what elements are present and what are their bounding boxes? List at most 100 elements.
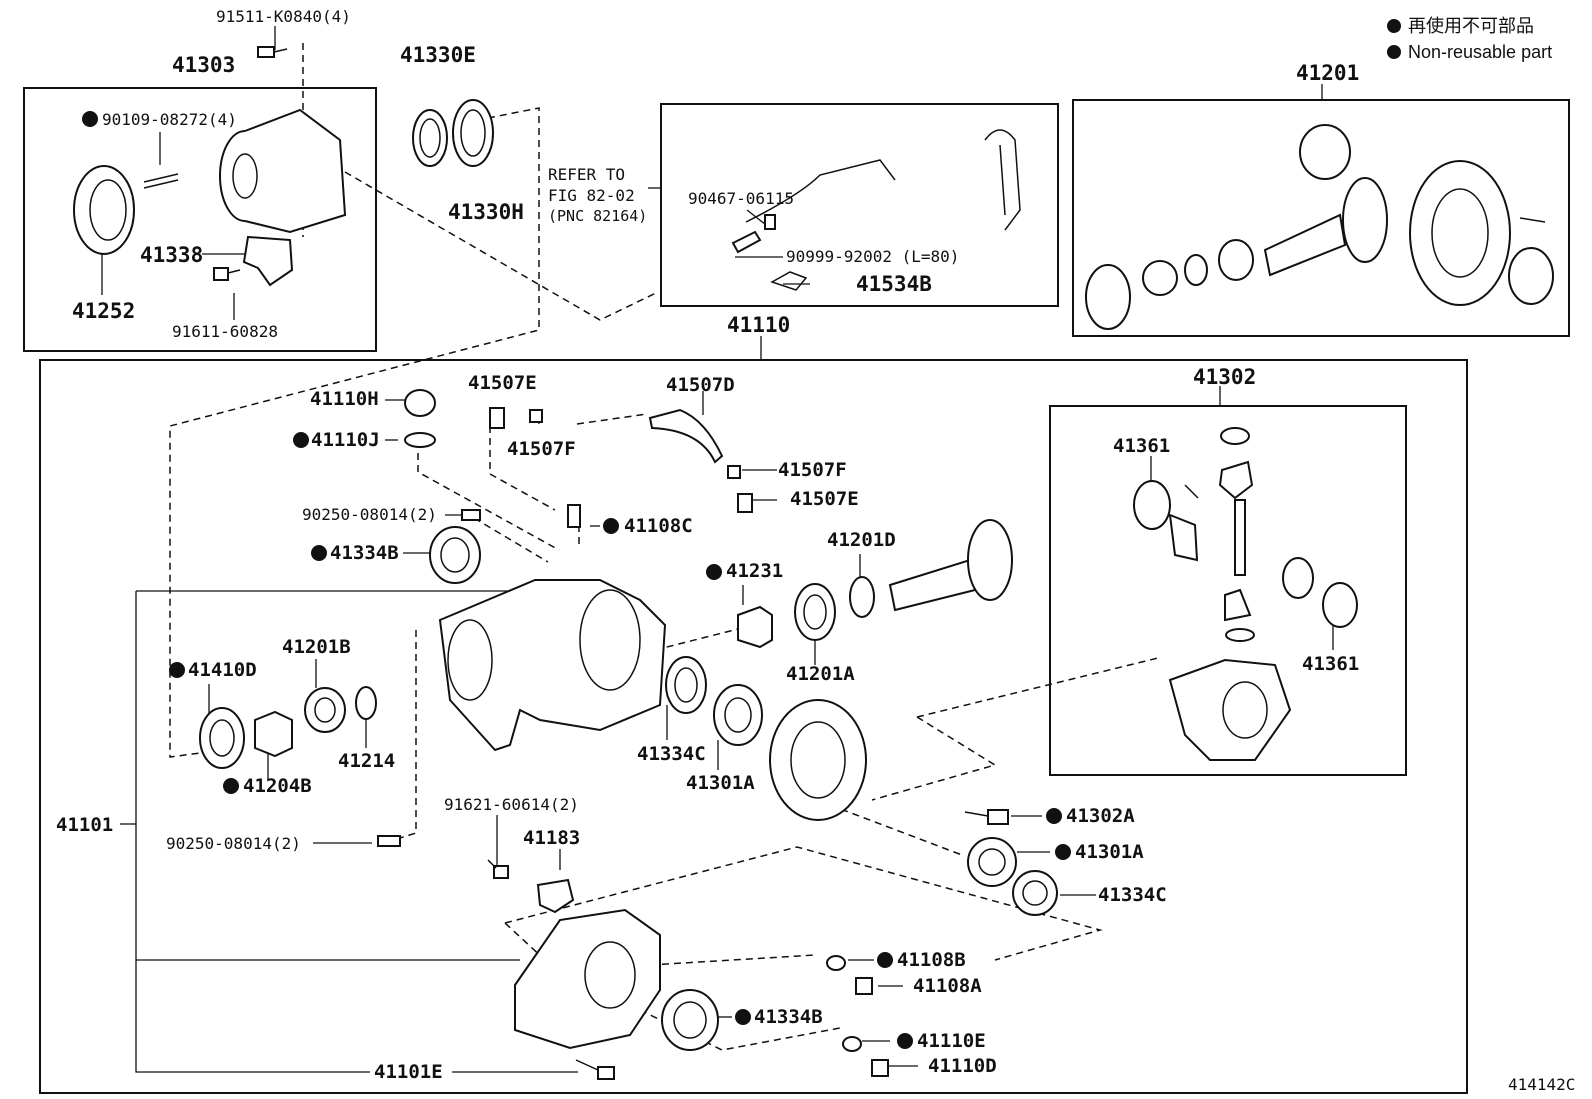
non-reusable-dot-icon	[169, 662, 185, 678]
label-90250-top: 90250-08014(2)	[302, 505, 437, 524]
non-reusable-dot-icon	[1387, 45, 1401, 59]
label-41108B: 41108B	[897, 949, 966, 971]
label-41303: 41303	[172, 53, 235, 77]
label-41201: 41201	[1296, 61, 1359, 85]
non-reusable-dot-icon	[1055, 844, 1071, 860]
bearing-icon	[794, 583, 836, 641]
vent-plug-icon	[737, 493, 753, 513]
bearing-icon	[713, 684, 763, 746]
non-reusable-dot-icon	[735, 1009, 751, 1025]
hose-icon	[731, 230, 762, 254]
non-reusable-dot-icon	[897, 1033, 913, 1049]
label-41330E: 41330E	[400, 43, 476, 67]
rear-cover-icon	[514, 908, 661, 1050]
label-41110E: 41110E	[917, 1030, 986, 1052]
washer-icon	[355, 686, 377, 720]
label-41110D: 41110D	[928, 1055, 997, 1077]
label-41201B: 41201B	[282, 636, 351, 658]
oil-seal-icon	[199, 707, 245, 769]
bolt-icon	[487, 859, 509, 879]
bolt-icon	[964, 809, 1009, 825]
plug-icon	[567, 504, 581, 528]
non-reusable-dot-icon	[877, 952, 893, 968]
vent-plug-icon	[489, 407, 505, 429]
o-ring-icon	[452, 99, 494, 167]
label-41410D: 41410D	[188, 659, 257, 681]
plug-icon	[404, 389, 436, 417]
part-labels: 91511-K0840(4) 41303 41330E 90109-08272(…	[56, 7, 1575, 1094]
non-reusable-markers	[82, 111, 1071, 1049]
carrier-housing-icon	[438, 579, 667, 752]
non-reusable-dot-icon	[603, 518, 619, 534]
non-reusable-dot-icon	[706, 564, 722, 580]
group-box-vent	[660, 103, 1059, 307]
label-41302A: 41302A	[1066, 805, 1135, 827]
bracket-41101	[135, 590, 555, 1073]
label-90999: 90999-92002 (L=80)	[786, 247, 959, 266]
o-ring-icon	[412, 109, 448, 167]
breather-tube-icon	[984, 129, 1021, 231]
label-41201A: 41201A	[786, 663, 855, 685]
pinion-gear-icon	[888, 519, 1013, 612]
label-41110: 41110	[727, 313, 790, 337]
gasket-icon	[842, 1036, 862, 1052]
ring-gear-icon	[769, 699, 867, 821]
refer-line-1: REFER TO	[548, 165, 625, 184]
stud-icon	[143, 173, 179, 189]
label-41534B: 41534B	[856, 272, 932, 296]
clip-icon	[764, 214, 776, 230]
washer-icon	[849, 576, 875, 618]
ring-pinion-gear-icon	[1085, 124, 1554, 330]
refer-line-2: FIG 82-02	[548, 186, 635, 205]
label-41214: 41214	[338, 750, 395, 772]
label-41204B: 41204B	[243, 775, 312, 797]
hose-icon	[648, 408, 724, 464]
bearing-icon	[304, 687, 346, 733]
clamp-icon	[770, 271, 808, 291]
label-91621: 91621-60614(2)	[444, 795, 579, 814]
plug-icon	[855, 977, 873, 995]
label-41334B-top: 41334B	[330, 542, 399, 564]
bolt-icon	[213, 267, 241, 281]
label-41108C: 41108C	[624, 515, 693, 537]
label-41507E-top: 41507E	[468, 372, 537, 394]
clip-icon	[727, 465, 741, 479]
label-41361-top: 41361	[1113, 435, 1170, 457]
label-41231: 41231	[726, 560, 783, 582]
gasket-icon	[404, 432, 436, 448]
label-90467: 90467-06115	[688, 189, 794, 208]
gasket-icon	[826, 955, 846, 971]
bearing-race-icon	[1012, 870, 1058, 916]
label-41101: 41101	[56, 814, 113, 836]
bracket-icon	[242, 235, 294, 287]
bolt-icon	[257, 46, 288, 58]
label-41361-bottom: 41361	[1302, 653, 1359, 675]
label-41108A: 41108A	[913, 975, 982, 997]
label-41183: 41183	[523, 827, 580, 849]
label-90109: 90109-08272(4)	[102, 110, 237, 129]
clip-icon	[529, 409, 543, 423]
spacer-icon	[254, 710, 293, 758]
non-reusable-dot-icon	[1387, 19, 1401, 33]
refer-line-3: (PNC 82164)	[548, 207, 647, 225]
part-drawings	[73, 46, 1554, 1080]
legend-en: Non-reusable part	[1408, 42, 1552, 62]
label-41201D: 41201D	[827, 529, 896, 551]
label-41301A-right: 41301A	[1075, 841, 1144, 863]
group-box-41303	[23, 87, 377, 352]
label-41334C-left: 41334C	[637, 743, 706, 765]
bolt-icon	[575, 1059, 615, 1080]
bearing-race-icon	[661, 989, 719, 1051]
label-41507F-right: 41507F	[778, 459, 847, 481]
group-box-41302	[1049, 405, 1407, 776]
label-41334C-right: 41334C	[1098, 884, 1167, 906]
label-41507D: 41507D	[666, 374, 735, 396]
label-41110J: 41110J	[311, 429, 380, 451]
label-91611: 91611-60828	[172, 322, 278, 341]
pin-icon	[461, 509, 481, 521]
plate-icon	[536, 878, 575, 914]
non-reusable-dot-icon	[311, 545, 327, 561]
non-reusable-dot-icon	[223, 778, 239, 794]
label-41338: 41338	[140, 243, 203, 267]
